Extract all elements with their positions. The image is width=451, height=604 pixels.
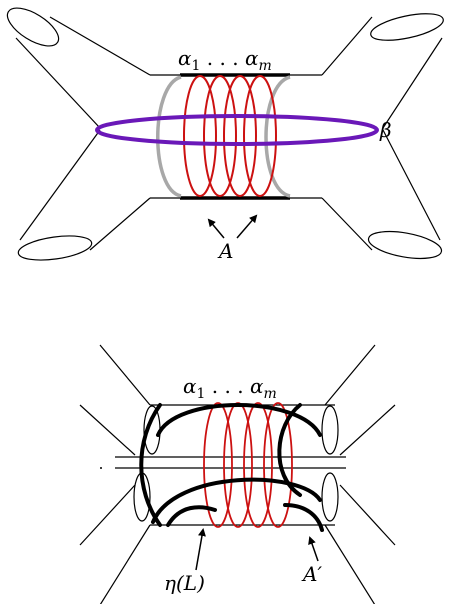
alpha-curve (223, 75, 257, 197)
eta-label: η(L) (164, 571, 205, 595)
eta-arc-right (277, 403, 302, 497)
eta-arc-right-end (283, 503, 324, 532)
beta-label: β (379, 118, 392, 142)
eta-arc-bottom-left (166, 505, 217, 527)
alpha-curve (183, 75, 217, 197)
alpha-curve (243, 75, 277, 197)
eta-arc-left (139, 403, 162, 527)
top-figure: α1 . . . αm β A (6, 7, 444, 263)
alpha-curve (243, 402, 273, 528)
marker-dot (100, 467, 102, 469)
arrow-annulus-left (207, 218, 225, 239)
annulus-boundary-right (264, 75, 291, 198)
boundary-ellipse-bottom-right (367, 230, 443, 260)
boundary-ellipse-top-right (370, 13, 444, 41)
annulus-label-top: A (217, 239, 233, 263)
alpha-curve (263, 402, 293, 528)
alpha-curve (203, 75, 237, 197)
surface-outline-bottom (79, 344, 396, 604)
eta-arc-upper (156, 403, 322, 437)
cylinder-end-lower-right (321, 472, 339, 522)
arrow-annulus-prime (308, 536, 319, 562)
arrow-eta (195, 528, 206, 571)
boundary-ellipse-top-left (6, 7, 60, 47)
alpha-curve (203, 402, 233, 528)
bottom-figure: α1 . . . αm η(L) A′ (79, 344, 396, 604)
cylinder-end-upper-right (321, 405, 339, 455)
eta-arc-lower (151, 477, 322, 524)
boundary-ellipse-bottom-left (17, 235, 93, 261)
alpha-curves-top (183, 75, 277, 197)
alpha-label-bottom: α1 . . . αm (183, 374, 277, 402)
alpha-curve (223, 402, 253, 528)
beta-curve (95, 114, 379, 146)
annulus-label-bottom: A′ (301, 562, 322, 586)
arrow-annulus-right (236, 214, 258, 239)
alpha-label-top: α1 . . . αm (178, 46, 272, 74)
alpha-curves-bottom (203, 402, 293, 528)
annulus-boundary-left (156, 75, 182, 198)
eta-curves (139, 403, 324, 532)
